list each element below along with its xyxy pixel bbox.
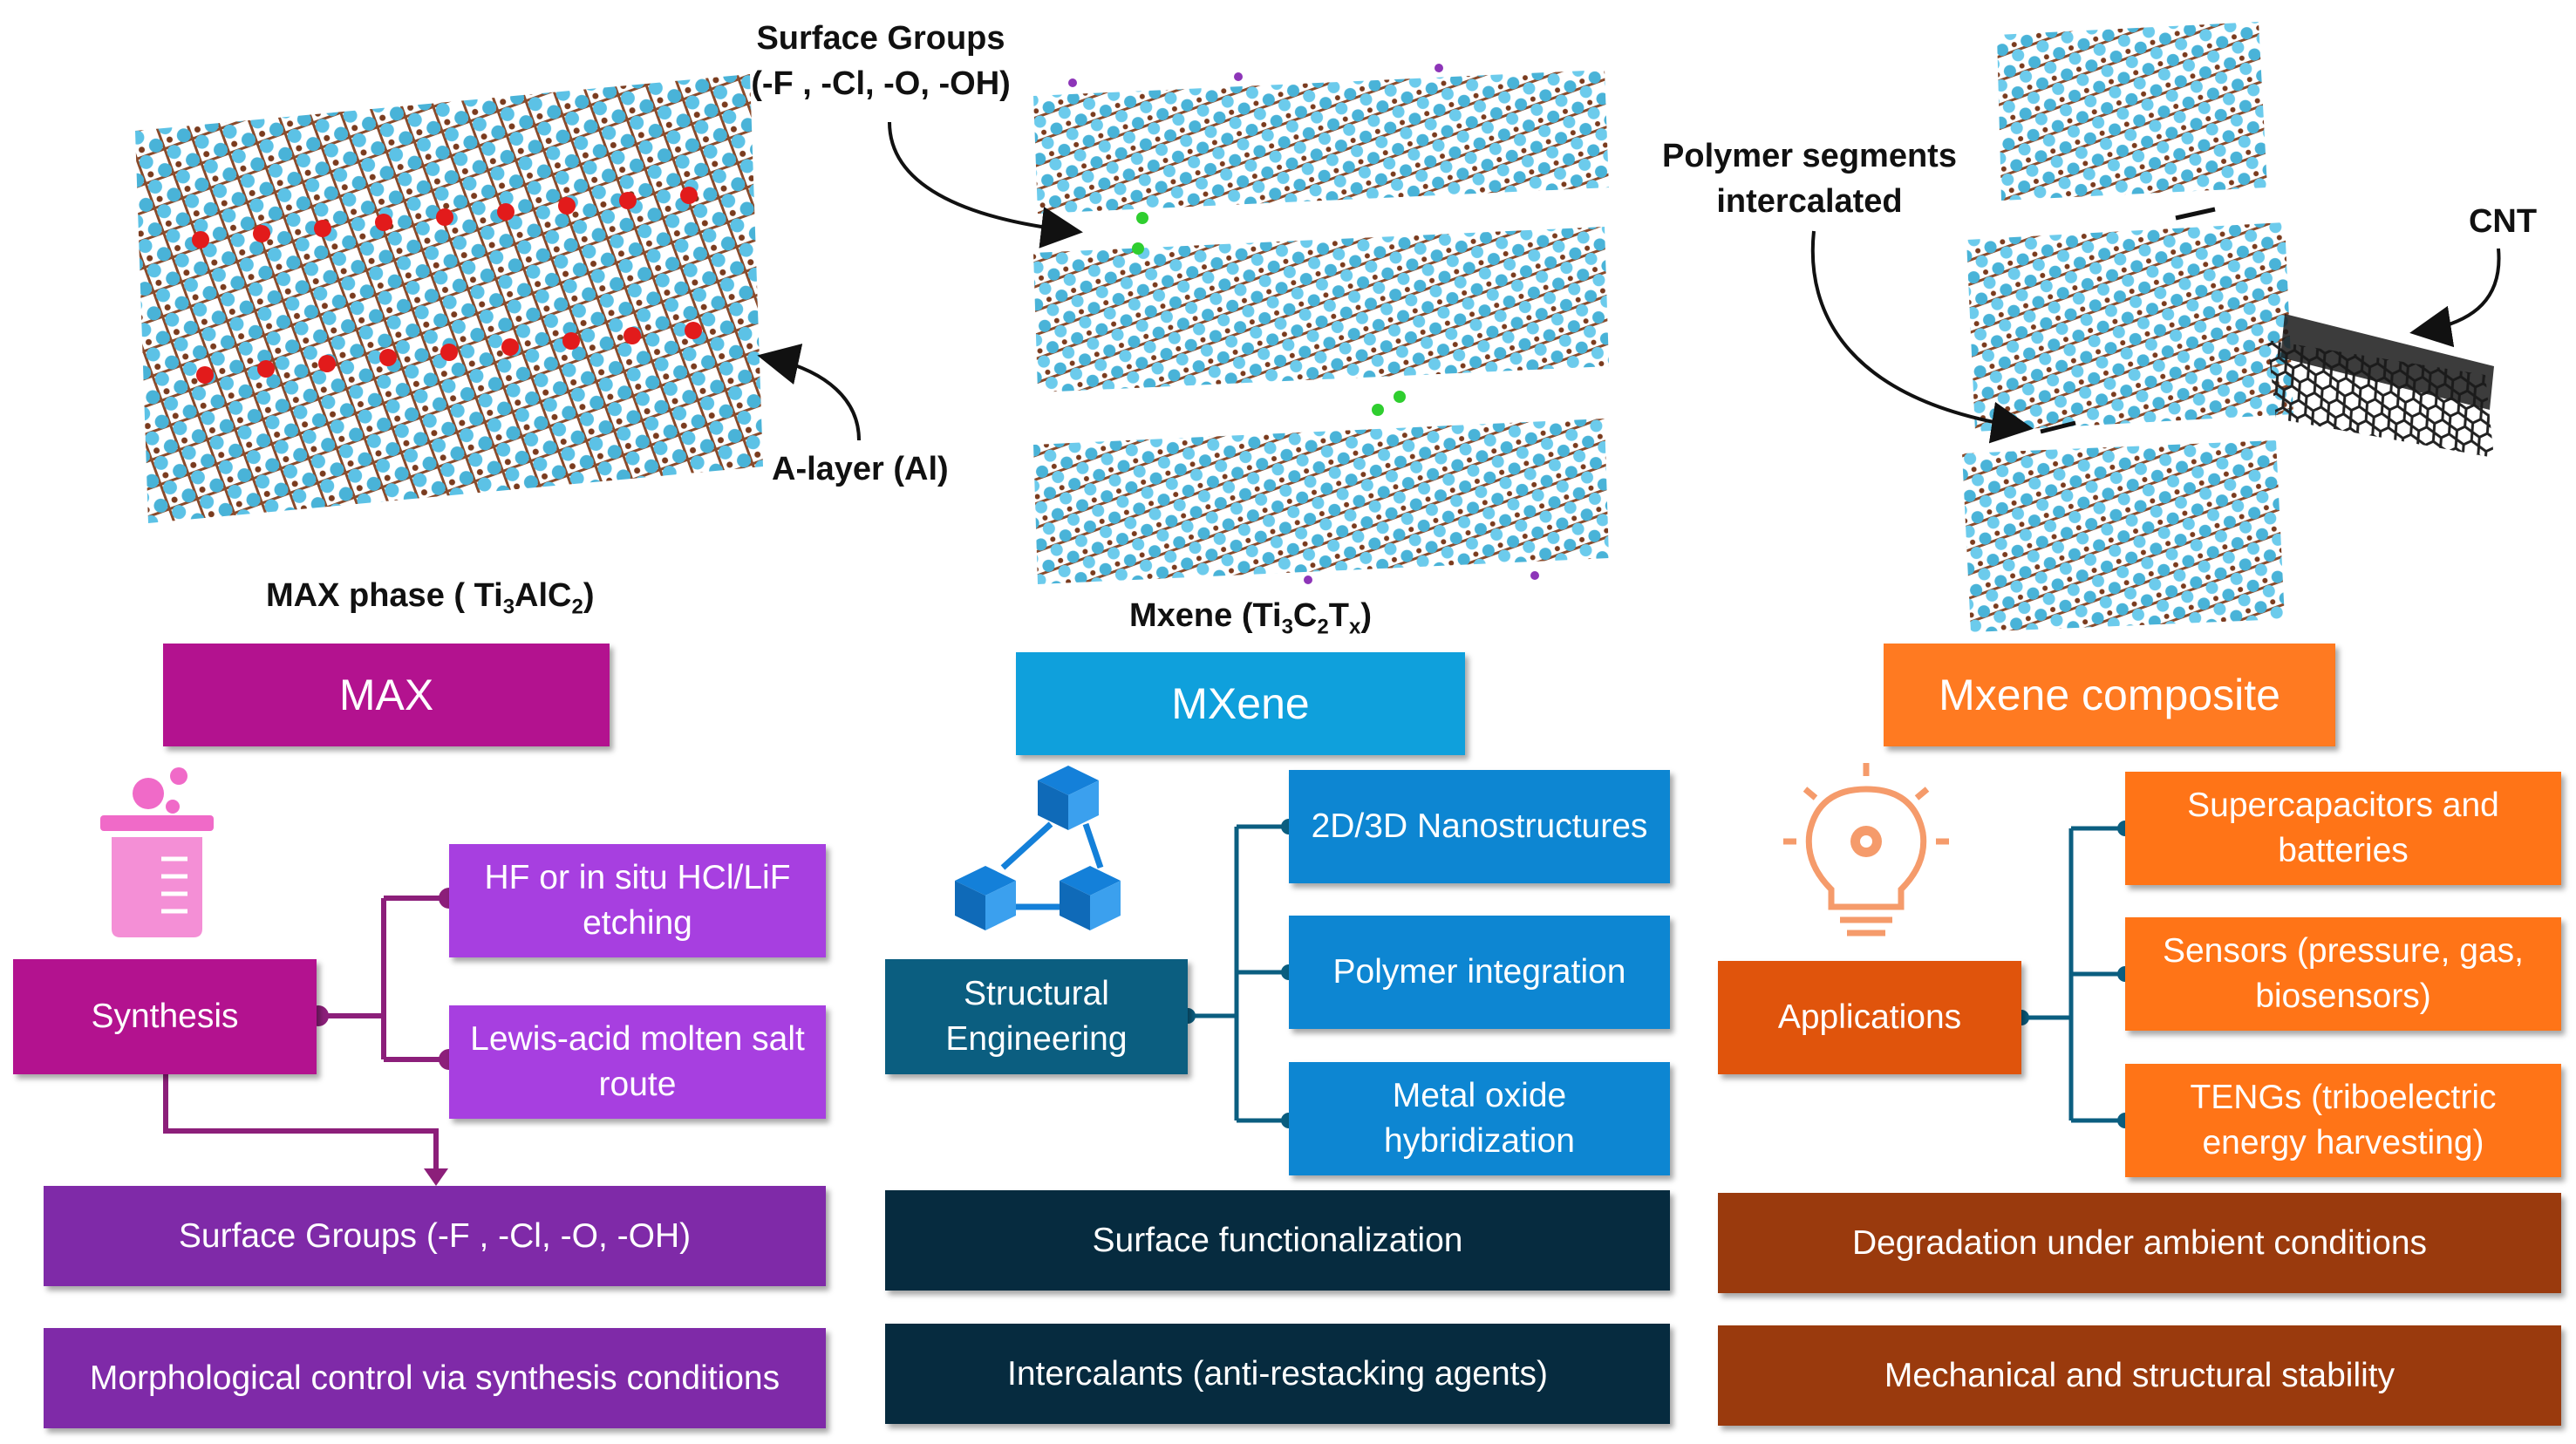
mxene-caption: Mxene (Ti3C2Tx) — [1129, 597, 1372, 639]
cubes-network-icon — [955, 766, 1121, 930]
max-branch-1: HF or in situ HCl/LiF etching — [449, 844, 826, 957]
cnt-label: CNT — [2468, 203, 2538, 240]
mxene-bottom-2: Intercalants (anti-restacking agents) — [885, 1324, 1670, 1424]
composite-structure — [1962, 22, 2494, 632]
max-phase-caption: MAX phase ( Ti3AlC2) — [266, 577, 595, 619]
mxene-header: MXene — [1016, 652, 1465, 755]
max-bottom-2: Morphological control via synthesis cond… — [44, 1328, 826, 1428]
composite-bottom-1: Degradation under ambient conditions — [1718, 1193, 2561, 1293]
max-header: MAX — [163, 644, 610, 746]
mxene-structure — [1033, 64, 1609, 584]
composite-connectors — [2021, 826, 2125, 1123]
beaker-icon — [100, 767, 214, 937]
surface-groups-label: Surface Groups (-F , -Cl, -O, -OH) — [751, 20, 1011, 102]
composite-header: Mxene composite — [1884, 644, 2335, 746]
composite-branch-1: Supercapacitors and batteries — [2125, 772, 2561, 885]
mxene-bottom-1: Surface functionalization — [885, 1190, 1670, 1291]
max-branch-2: Lewis-acid molten salt route — [449, 1005, 826, 1119]
max-bottom-1: Surface Groups (-F , -Cl, -O, -OH) — [44, 1186, 826, 1286]
annotation-arrows — [757, 121, 2501, 444]
composite-branch-2: Sensors (pressure, gas, biosensors) — [2125, 917, 2561, 1031]
mxene-branch-3: Metal oxide hybridization — [1289, 1062, 1670, 1175]
composite-branch-3: TENGs (triboelectric energy harvesting) — [2125, 1064, 2561, 1177]
max-connectors — [163, 896, 449, 1173]
mxene-connectors — [1188, 824, 1289, 1123]
structural-engineering-box: Structural Engineering — [885, 959, 1188, 1074]
a-layer-label: A-layer (Al) — [772, 451, 949, 487]
lightbulb-gear-icon — [1783, 763, 1949, 937]
mxene-branch-2: Polymer integration — [1289, 916, 1670, 1029]
applications-box: Applications — [1718, 961, 2021, 1074]
composite-bottom-2: Mechanical and structural stability — [1718, 1325, 2561, 1426]
max-phase-structure — [135, 74, 763, 523]
mxene-branch-1: 2D/3D Nanostructures — [1289, 770, 1670, 883]
synthesis-box: Synthesis — [13, 959, 317, 1074]
polymer-segments-label: Polymer segments intercalated — [1662, 138, 1957, 220]
